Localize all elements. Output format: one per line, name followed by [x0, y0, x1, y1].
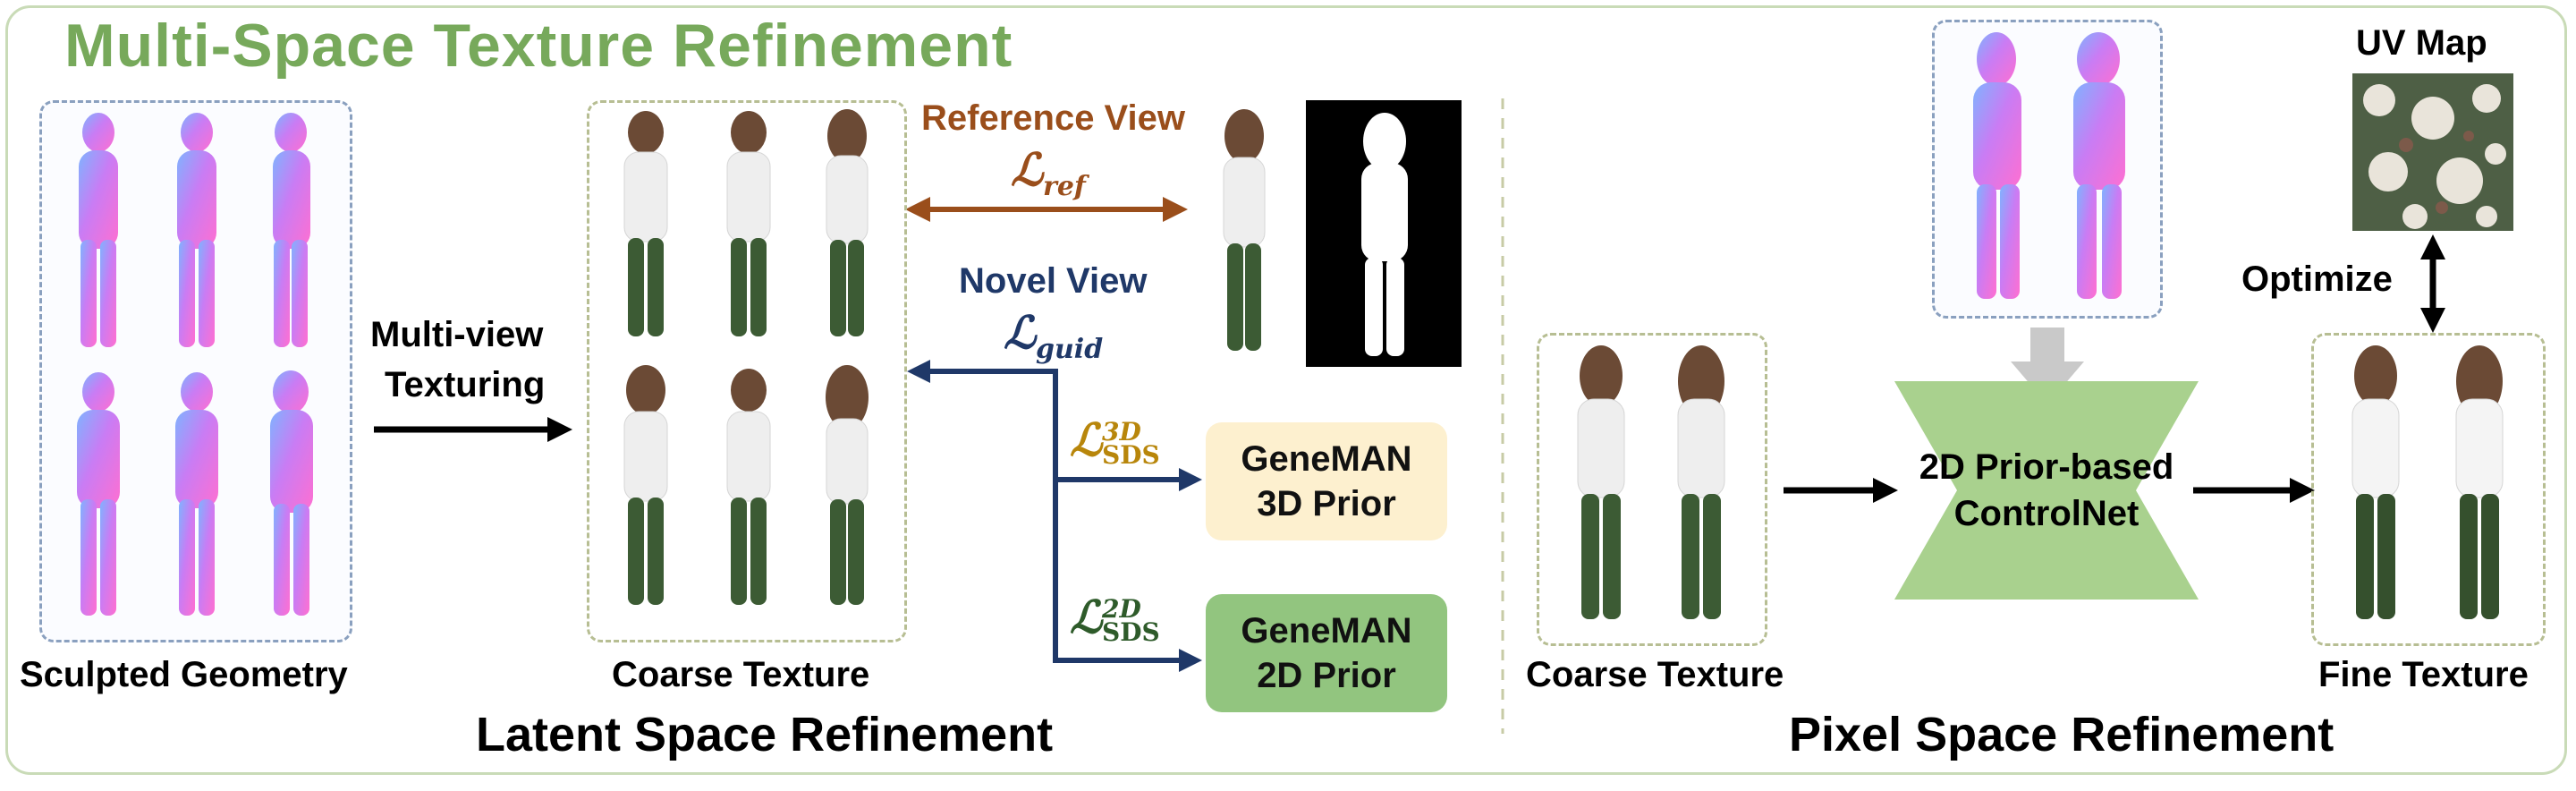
loss-sds-3d-symbol: ℒ — [1070, 413, 1103, 466]
fine-texture-caption: Fine Texture — [2318, 655, 2529, 694]
right-coarse-people — [1577, 345, 1725, 619]
pixel-space-section-title: Pixel Space Refinement — [1789, 708, 2334, 761]
optimize-label: Optimize — [2241, 259, 2393, 299]
condition-arrow-shaft — [2030, 327, 2064, 363]
prior-2d-line1: GeneMAN — [1241, 611, 1412, 651]
loss-guid: ℒguid — [1004, 306, 1103, 365]
texturing-label-line1: Multi-view — [370, 315, 544, 354]
controlnet-to-fine-arrowhead — [2290, 478, 2315, 503]
loss-sds-2d-sub: SDS — [1102, 617, 1160, 647]
sculpted-geometry-caption: Sculpted Geometry — [20, 655, 348, 694]
right-coarse-texture-caption: Coarse Texture — [1526, 655, 1784, 694]
loss-ref-subscript: ref — [1043, 171, 1086, 202]
sds3d-arrowhead — [1179, 468, 1202, 491]
latent-space-section-title: Latent Space Refinement — [476, 708, 1054, 761]
loss-sds-3d-sup: 3D — [1102, 417, 1141, 447]
coarse-texture-figures — [601, 106, 896, 634]
novel-view-label: Novel View — [959, 261, 1148, 301]
optimize-arrowhead-down — [2420, 308, 2445, 333]
prior-2d-line2: 2D Prior — [1257, 656, 1396, 695]
reference-mask — [1306, 100, 1462, 367]
loss-sds-3d-sub: SDS — [1102, 440, 1160, 470]
fine-texture-figures — [2322, 340, 2535, 639]
reference-view-label: Reference View — [921, 98, 1185, 138]
loss-ref-symbol: ℒ — [1011, 143, 1044, 196]
condition-silhouettes — [1973, 32, 2125, 299]
coarse-row-bottom — [623, 365, 869, 605]
texturing-label-line2: Texturing — [385, 365, 546, 404]
optimize-arrowhead-up — [2420, 234, 2445, 259]
mask-silhouette — [1361, 113, 1408, 356]
controlnet-label: 2D Prior-based ControlNet — [1894, 444, 2199, 537]
reference-image — [1204, 106, 1284, 365]
coarse-row-top — [623, 109, 869, 336]
loss-sds-2d-symbol: ℒ — [1070, 591, 1103, 643]
right-coarse-texture-panel — [1537, 333, 1767, 646]
outer-frame — [5, 5, 2567, 775]
controlnet-line1: 2D Prior-based — [1919, 447, 2174, 487]
reference-arrowhead-right — [1163, 197, 1188, 222]
geometry-row-bottom — [77, 370, 313, 616]
condition-normal-figures — [1941, 27, 2156, 313]
controlnet-shape — [1894, 381, 2199, 600]
fine-texture-panel — [2311, 333, 2546, 646]
right-coarse-figures — [1547, 340, 1757, 639]
novel-arrowhead — [907, 360, 930, 383]
uv-map-image — [2352, 73, 2513, 231]
geneman-3d-prior-box: GeneMAN 3D Prior — [1206, 422, 1447, 540]
coarse-texture-caption-left: Coarse Texture — [612, 655, 870, 694]
geometry-figures — [54, 106, 340, 634]
fine-texture-people — [2351, 345, 2504, 619]
geometry-row-top — [79, 113, 310, 347]
geneman-2d-prior-box: GeneMAN 2D Prior — [1206, 594, 1447, 712]
texturing-arrowhead — [547, 417, 572, 442]
loss-sds-2d-sup: 2D — [1102, 594, 1141, 624]
loss-ref: ℒref — [1011, 143, 1086, 202]
coarse-texture-people — [623, 109, 869, 605]
coarse-texture-panel — [587, 100, 907, 642]
uv-map-patches — [2352, 73, 2513, 231]
loss-guid-subscript: guid — [1036, 334, 1104, 365]
controlnet-line2: ControlNet — [1953, 494, 2140, 533]
novel-view-connector — [921, 369, 1186, 663]
coarse-to-controlnet-arrowhead — [1873, 478, 1898, 503]
prior-3d-line2: 3D Prior — [1257, 484, 1396, 523]
loss-guid-symbol: ℒ — [1004, 306, 1037, 359]
geometry-silhouettes — [77, 113, 313, 616]
uv-map-label: UV Map — [2356, 23, 2487, 63]
prior-3d-line1: GeneMAN — [1241, 439, 1412, 479]
sds2d-arrowhead — [1179, 649, 1202, 672]
figure-title: Multi-Space Texture Refinement — [64, 12, 1013, 80]
reference-person — [1223, 109, 1266, 351]
reference-arrowhead-left — [905, 197, 930, 222]
